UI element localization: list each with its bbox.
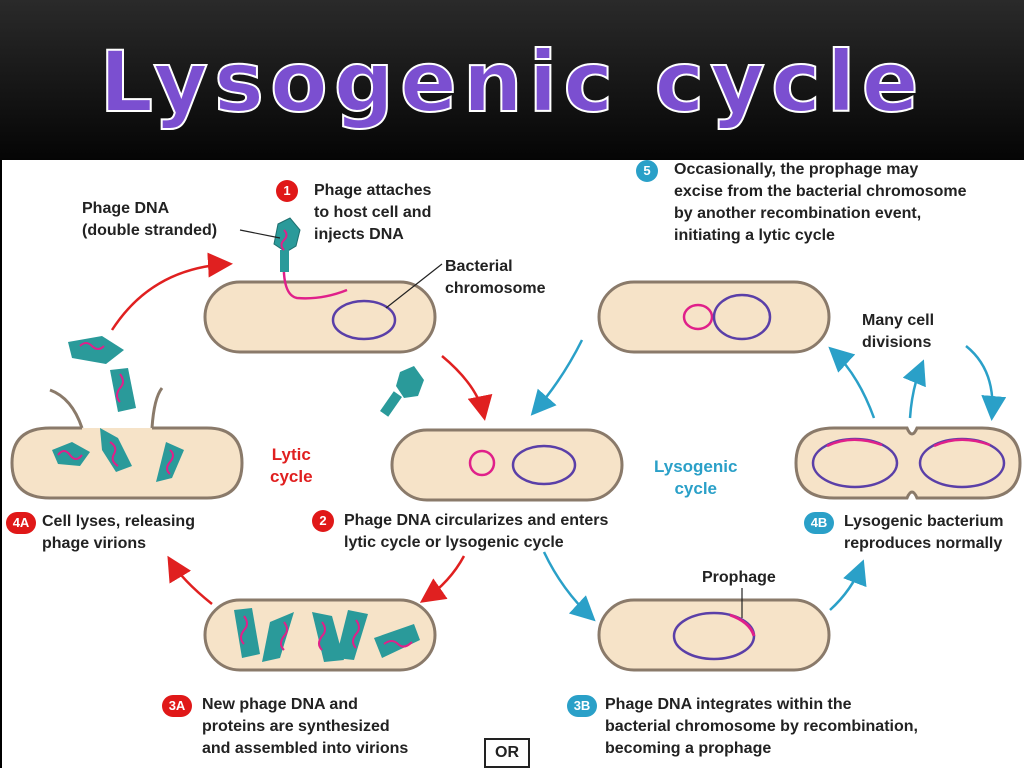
step-4b-text: Lysogenic bacterium reproduces normally <box>844 513 1004 552</box>
step-5-badge: 5 <box>636 160 658 182</box>
lysogenic-cycle-label: Lysogenic cycle <box>654 457 738 498</box>
cell-step-2 <box>390 428 624 502</box>
step-3b-text: Phage DNA integrates within the bacteria… <box>605 696 918 757</box>
empty-phage <box>380 366 424 417</box>
bacterial-chromosome-label: Bacterial chromosome <box>445 258 546 297</box>
cell-step-3a <box>203 598 437 672</box>
step-4b-badge: 4B <box>804 512 834 534</box>
step-2-badge: 2 <box>312 510 334 532</box>
prophage-label: Prophage <box>702 569 776 586</box>
step-4a-text: Cell lyses, releasing phage virions <box>42 513 195 552</box>
step-1-badge: 1 <box>276 180 298 202</box>
cell-step-1 <box>203 217 443 354</box>
diagram-canvas: Phage DNA (double stranded) Bacterial ch… <box>2 160 1024 768</box>
cell-step-5 <box>597 280 831 354</box>
cell-step-4b <box>794 426 1022 500</box>
lytic-cycle-label: Lytic cycle <box>270 445 313 486</box>
cell-step-3b <box>597 588 831 672</box>
cell-step-4a <box>10 336 244 500</box>
phage-dna-label: Phage DNA (double stranded) <box>82 200 218 239</box>
step-4a-badge: 4A <box>6 512 36 534</box>
lytic-arrows <box>110 252 493 605</box>
step-5-text: Occasionally, the prophage may excise fr… <box>674 161 967 244</box>
step-3a-badge: 3A <box>162 695 192 717</box>
step-1-text: Phage attaches to host cell and injects … <box>314 182 432 243</box>
step-3b-badge: 3B <box>567 695 597 717</box>
or-box: OR <box>484 738 530 768</box>
step-2-text: Phage DNA circularizes and enters lytic … <box>344 512 609 551</box>
slide-title: Lysogenic cycle <box>98 33 925 131</box>
step-3a-text: New phage DNA and proteins are synthesiz… <box>202 696 409 757</box>
lysogenic-arrows <box>530 339 1007 622</box>
lysogenic-cycle-diagram <box>10 217 1022 672</box>
title-bar <box>0 0 1024 160</box>
many-cell-divisions-label: Many cell divisions <box>862 312 935 351</box>
